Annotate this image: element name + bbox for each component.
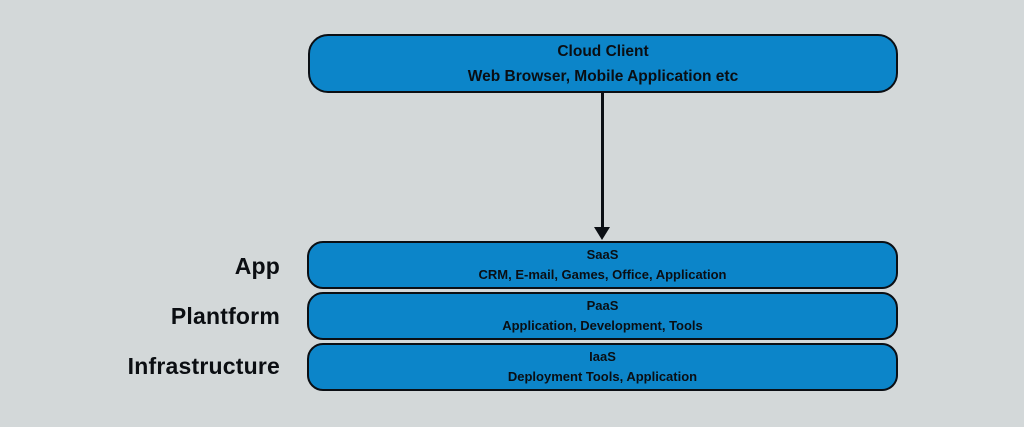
iaas-items: Deployment Tools, Application xyxy=(507,369,698,384)
paas-title: PaaS xyxy=(586,298,619,313)
arrow-down-icon xyxy=(594,227,610,240)
paas-items: Application, Development, Tools xyxy=(502,318,703,333)
iaas-title: IaaS xyxy=(589,349,616,364)
cloud-client-title: Cloud Client xyxy=(557,42,649,60)
connector-arrow-line xyxy=(601,93,604,229)
paas-box: PaaS Application, Development, Tools xyxy=(307,292,898,340)
layer-label-app: App xyxy=(234,253,280,279)
layer-label-plantform: Plantform xyxy=(170,303,280,329)
iaas-box: IaaS Deployment Tools, Application xyxy=(307,343,898,391)
layer-label-infrastructure: Infrastructure xyxy=(127,353,280,379)
saas-box: SaaS CRM, E-mail, Games, Office, Applica… xyxy=(307,241,898,289)
cloud-client-box: Cloud Client Web Browser, Mobile Applica… xyxy=(308,34,898,93)
saas-items: CRM, E-mail, Games, Office, Application xyxy=(478,267,727,282)
cloud-client-subtitle: Web Browser, Mobile Application etc xyxy=(467,67,739,85)
saas-title: SaaS xyxy=(586,247,619,262)
